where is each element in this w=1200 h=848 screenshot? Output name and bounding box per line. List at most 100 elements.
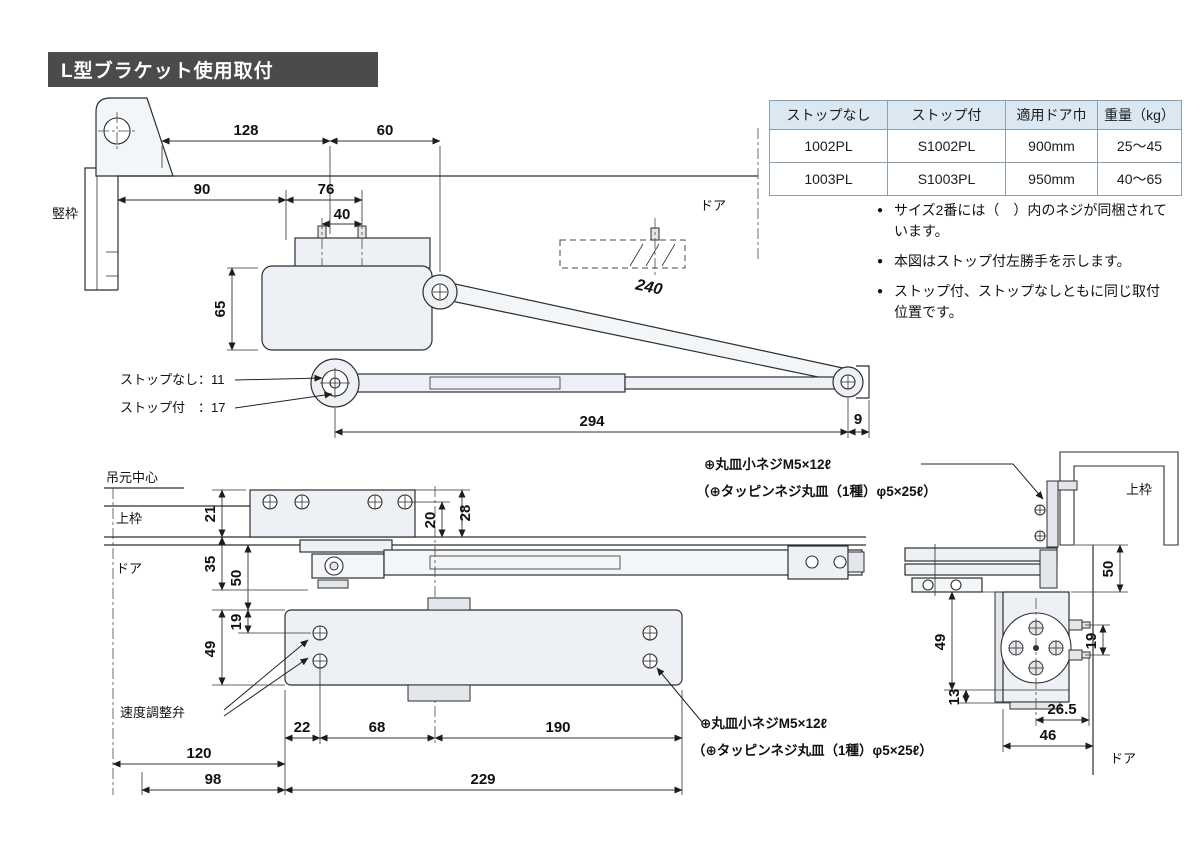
plan-top-frame-label: 上枠 xyxy=(116,511,142,526)
vertical-frame-profile xyxy=(84,167,119,291)
dim-65: 65 xyxy=(212,267,258,351)
cell-model-stop-none: 1003PL xyxy=(769,162,888,196)
dim-65-label: 65 xyxy=(212,301,229,318)
dim-19-plan-label: 19 xyxy=(228,614,245,631)
dim-76: 76 xyxy=(285,181,363,220)
bracket-screw xyxy=(1034,530,1046,542)
dim-60-label: 60 xyxy=(377,122,394,139)
dim-229-label: 229 xyxy=(470,771,495,788)
hinge-center-line xyxy=(104,487,184,795)
note-item: サイズ2番には（ ）内のネジが同梱されています。 xyxy=(877,200,1173,242)
page-title: L型ブラケット使用取付 xyxy=(61,61,274,82)
dim-128: 128 xyxy=(161,122,331,234)
dim-21-label: 21 xyxy=(202,506,219,523)
dim-49-plan-label: 49 xyxy=(202,641,219,658)
valve-label: 速度調整弁 xyxy=(120,705,185,720)
plate-screw xyxy=(294,494,310,510)
screw-note-line2: （⊕タッピンネジ丸皿（1種）φ5×25ℓ） xyxy=(692,742,933,758)
side-top-frame-label: 上枠 xyxy=(1126,482,1152,497)
closer-body-front xyxy=(261,265,433,351)
dim-46-side: 46 xyxy=(1002,709,1094,752)
dim-98-label: 98 xyxy=(205,771,222,788)
dim-13-side: 13 xyxy=(946,689,1010,706)
col-header-door-width: 適用ドア巾 xyxy=(1005,100,1098,130)
dim-120: 120 xyxy=(112,745,286,768)
dim-40-label: 40 xyxy=(334,206,351,223)
closer-body-side xyxy=(994,591,1091,710)
note-text: 本図はストップ付左勝手を示します。 xyxy=(894,253,1131,269)
screw-note-line1: ⊕丸皿小ネジM5×12ℓ xyxy=(704,456,831,472)
dim-50-plan-label: 50 xyxy=(228,570,245,587)
col-header-weight: 重量（kg） xyxy=(1097,100,1182,130)
speed-valve xyxy=(642,625,658,641)
mounting-plate-plan xyxy=(249,489,416,538)
hinge-center-label: 吊元中心 xyxy=(106,470,158,485)
screw-note-line2: （⊕タッピンネジ丸皿（1種）φ5×25ℓ） xyxy=(696,483,937,499)
speed-valve xyxy=(642,653,658,669)
dim-35-label: 35 xyxy=(202,556,219,573)
side-door-label: ドア xyxy=(1110,751,1136,766)
cell-model-stop-with: S1003PL xyxy=(887,162,1006,196)
dim-28-label: 28 xyxy=(457,505,474,522)
dim-21: 21 xyxy=(202,489,246,538)
notes-list: サイズ2番には（ ）内のネジが同梱されています。 本図はストップ付左勝手を示しま… xyxy=(877,200,1173,332)
dim-19-plan: 19 xyxy=(228,609,311,634)
note-item: ストップ付、ストップなしともに同じ取付位置です。 xyxy=(877,281,1173,323)
screw-note-top: ⊕丸皿小ネジM5×12ℓ （⊕タッピンネジ丸皿（1種）φ5×25ℓ） xyxy=(696,456,1044,500)
stop-none-label: ストップなし：11 xyxy=(120,372,225,387)
body-screw xyxy=(1008,640,1024,656)
front-frame-label: 竪枠 xyxy=(52,206,78,221)
col-header-stop-none: ストップなし xyxy=(769,100,888,130)
cell-model-stop-none: 1002PL xyxy=(769,129,888,163)
front-view: 竪枠 ドア xyxy=(52,97,870,438)
screw-note-bottom: ⊕丸皿小ネジM5×12ℓ （⊕タッピンネジ丸皿（1種）φ5×25ℓ） xyxy=(656,667,933,758)
dim-190: 190 xyxy=(434,719,683,742)
valve-screw-side xyxy=(1068,649,1083,661)
cell-weight: 25〜45 xyxy=(1097,129,1182,163)
l-bracket-front xyxy=(95,97,174,177)
dim-9-label: 9 xyxy=(854,411,862,428)
dim-35: 35 xyxy=(202,536,308,591)
spec-row-1003: 1003PL S1003PL 950mm 40〜65 xyxy=(769,162,1182,196)
plan-door-label: ドア xyxy=(116,561,142,576)
dim-26-5-label: 26.5 xyxy=(1047,701,1076,718)
dim-60: 60 xyxy=(329,122,441,272)
dim-98: 98 xyxy=(141,771,286,794)
cell-weight: 40〜65 xyxy=(1097,162,1182,196)
plan-view: 吊元中心 上枠 ドア xyxy=(104,470,933,795)
note-text: サイズ2番には（ ）内のネジが同梱されています。 xyxy=(894,202,1167,239)
dim-19-side: 19 xyxy=(1083,624,1110,656)
dim-50-plan: 50 xyxy=(212,544,285,611)
dim-128-label: 128 xyxy=(233,122,258,139)
dim-294-label: 294 xyxy=(579,413,605,430)
cell-door-width: 950mm xyxy=(1005,162,1098,196)
plate-screw xyxy=(367,494,383,510)
title-bar: L型ブラケット使用取付 xyxy=(48,52,378,87)
dim-229: 229 xyxy=(284,771,683,794)
dim-26-5-side: 26.5 xyxy=(1035,658,1090,726)
dim-49-side: 49 xyxy=(932,591,1003,691)
dim-90-label: 90 xyxy=(194,181,211,198)
bracket-screw xyxy=(1034,504,1046,516)
valve-callout: 速度調整弁 xyxy=(120,639,309,720)
dim-9: 9 xyxy=(847,400,870,438)
dim-50-side: 50 xyxy=(1071,544,1128,593)
dim-13-side-label: 13 xyxy=(946,689,963,706)
dim-90: 90 xyxy=(117,181,287,240)
dim-22: 22 xyxy=(284,719,321,742)
note-text: ストップ付、ストップなしともに同じ取付位置です。 xyxy=(894,283,1160,320)
spec-header-row: ストップなし ストップ付 適用ドア巾 重量（kg） xyxy=(769,100,1182,130)
cell-model-stop-with: S1002PL xyxy=(887,129,1006,163)
arm-side xyxy=(904,544,1058,596)
arm-assembly-plan xyxy=(299,539,865,589)
body-screw xyxy=(1048,640,1064,656)
dim-28: 28 xyxy=(415,489,474,538)
side-view: ⊕丸皿小ネジM5×12ℓ （⊕タッピンネジ丸皿（1種）φ5×25ℓ） 上枠 xyxy=(696,451,1179,775)
frame-and-door-lines-plan xyxy=(104,505,866,546)
plate-screw xyxy=(397,494,413,510)
l-bracket-side xyxy=(1034,480,1078,548)
pinion-boss-front xyxy=(310,358,360,408)
phantom-plate-front xyxy=(559,218,686,276)
